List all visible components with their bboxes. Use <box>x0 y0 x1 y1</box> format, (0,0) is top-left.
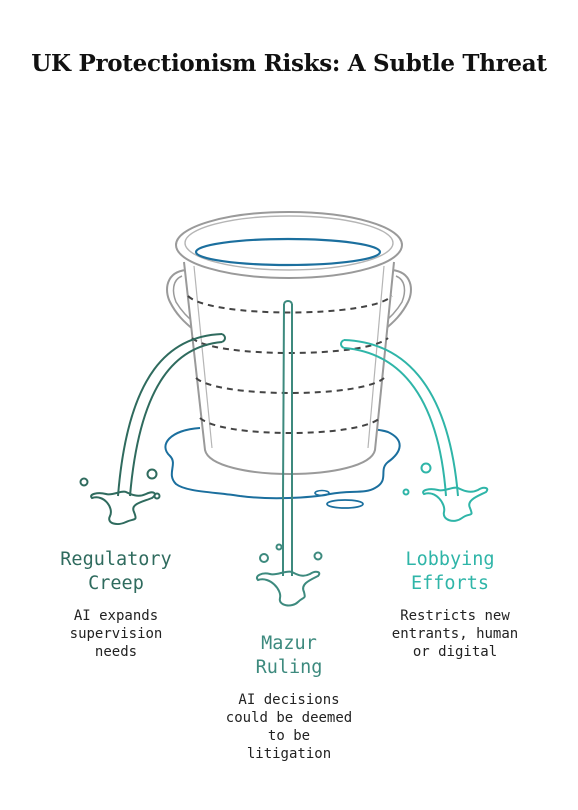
label-line: Mazur <box>261 633 317 654</box>
label-line: Efforts <box>411 573 489 594</box>
desc-line: supervision <box>69 626 163 642</box>
desc-line: or digital <box>412 644 498 660</box>
leak-label-lobbying-efforts: Lobbying Efforts <box>370 548 530 596</box>
leak-description-regulatory-creep: AI expands supervision needs <box>36 607 196 661</box>
desc-line: litigation <box>246 746 332 762</box>
leak-description-lobbying-efforts: Restricts new entrants, human or digital <box>370 607 540 661</box>
splash-icon <box>256 543 323 607</box>
label-line: Ruling <box>255 657 323 678</box>
label-line: Regulatory <box>60 549 172 570</box>
leak-description-mazur-ruling: AI decisions could be deemed to be litig… <box>204 691 374 763</box>
leak-label-regulatory-creep: Regulatory Creep <box>36 548 196 596</box>
leak-stream-icon <box>340 339 459 497</box>
desc-line: AI decisions <box>238 692 340 708</box>
leak-label-mazur-ruling: Mazur Ruling <box>204 632 374 680</box>
leak-stream-icon <box>117 333 226 497</box>
page-title: UK Protectionism Risks: A Subtle Threat <box>31 50 547 77</box>
desc-line: to be <box>267 728 311 744</box>
bucket-icon <box>166 211 412 475</box>
desc-line: needs <box>94 644 138 660</box>
label-line: Creep <box>88 573 144 594</box>
label-line: Lobbying <box>405 549 495 570</box>
desc-line: could be deemed <box>225 710 353 726</box>
desc-line: Restricts new <box>400 608 510 624</box>
leak-stream-icon <box>282 300 294 577</box>
splash-icon <box>79 468 161 525</box>
splash-icon <box>402 462 489 522</box>
desc-line: entrants, human <box>391 626 519 642</box>
desc-line: AI expands <box>73 608 159 624</box>
water-puddle-icon <box>164 427 401 509</box>
